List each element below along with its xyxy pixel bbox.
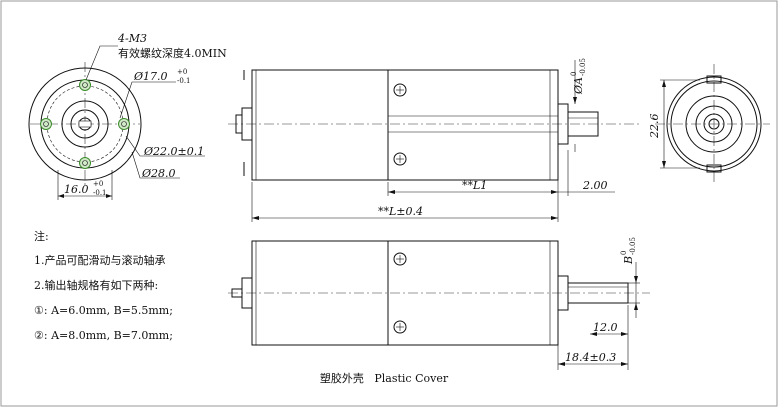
dim-16-tol-bot: -0.1 <box>93 189 107 197</box>
mount-hole-bottom <box>79 157 91 169</box>
bottom-side-view <box>228 240 650 370</box>
dim-B-tol-top: 0 <box>620 251 628 255</box>
mount-hole-right <box>118 118 130 130</box>
dim-B: B <box>622 256 635 265</box>
dim-16-tol-top: +0 <box>93 180 103 188</box>
dim-16: 16.0 <box>64 183 89 196</box>
dim-18-4: 18.4±0.3 <box>565 351 616 364</box>
end-view <box>655 64 770 184</box>
mount-hole-top <box>79 79 91 91</box>
dim-pcd17: Ø17.0 <box>133 70 168 83</box>
front-view <box>28 45 205 200</box>
note-line-4: ②: A=8.0mm, B=7.0mm; <box>34 329 173 342</box>
dim-22: Ø22.0±0.1 <box>143 145 204 158</box>
caption: 塑胶外壳 Plastic Cover <box>320 371 449 385</box>
top-side-view <box>228 60 640 222</box>
dim-28: Ø28.0 <box>141 167 176 180</box>
callout-4m3: 4-M3 <box>117 32 147 45</box>
dim-A-tol-bot: -0.05 <box>579 58 587 76</box>
dim-2-00: 2.00 <box>582 179 608 192</box>
dim-B-tol-bot: -0.05 <box>629 237 637 255</box>
dim-L1: **L1 <box>462 179 487 192</box>
dim-A-tol-top: 0 <box>570 72 578 76</box>
mount-hole-left <box>40 118 52 130</box>
note-line-1: 1.产品可配滑动与滚动轴承 <box>34 253 166 267</box>
callout-thread-depth: 有效螺纹深度4.0MIN <box>118 46 227 60</box>
dim-A: ØA <box>572 77 585 95</box>
outer-circle-28 <box>28 67 142 181</box>
dim-22-6: 22.6 <box>648 114 661 140</box>
note-line-3: ①: A=6.0mm, B=5.5mm; <box>34 304 173 317</box>
notes-heading: 注: <box>34 229 49 243</box>
dim-pcd17-tol-bot: -0.1 <box>177 77 191 85</box>
dim-L: **L±0.4 <box>378 205 423 218</box>
dim-12-0: 12.0 <box>593 321 618 334</box>
note-line-2: 2.输出轴规格有如下两种: <box>34 278 158 292</box>
dim-pcd17-tol-top: +0 <box>177 68 187 76</box>
